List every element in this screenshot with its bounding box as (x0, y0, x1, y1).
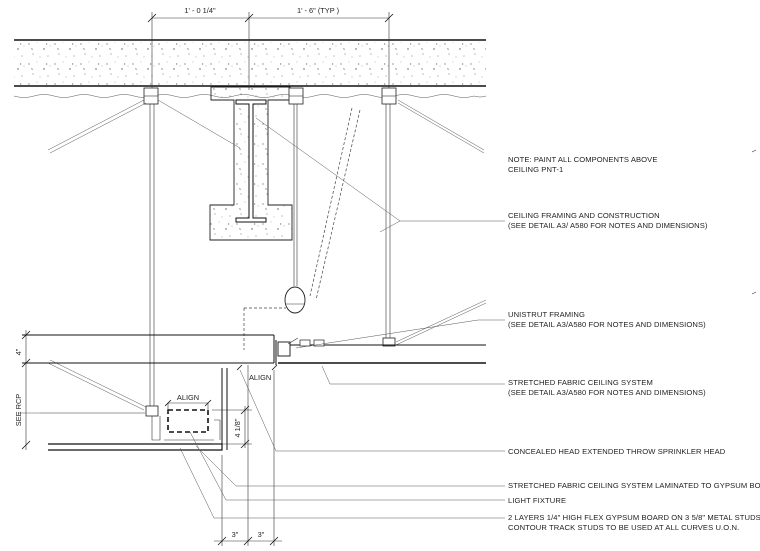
note-fabric-line-1: STRETCHED FABRIC CEILING SYSTEM (508, 378, 653, 387)
align-label-mid: ALIGN (249, 373, 271, 382)
dim-4-1-8: 4 1/8" (233, 418, 242, 437)
align-label-top: ALIGN (177, 393, 199, 402)
steel-beam (209, 86, 293, 241)
note-framing-line-2: (SEE DETAIL A3/ A580 FOR NOTES AND DIMEN… (508, 221, 708, 230)
note-unistrut-line-1: UNISTRUT FRAMING (508, 310, 585, 319)
callout-unistrut: UNISTRUT FRAMING (SEE DETAIL A3/A580 FOR… (508, 310, 706, 329)
note-light-fixture: LIGHT FIXTURE (508, 496, 566, 505)
dim-top-right: 1' - 6" (TYP ) (297, 6, 339, 15)
hanger-rods (143, 87, 397, 417)
side-dimension: 4 1/8" (212, 405, 252, 449)
note-paint-line-2: CEILING PNT-1 (508, 165, 563, 174)
dim-see-rcp: SEE RCP (14, 394, 23, 427)
callout-fabric: STRETCHED FABRIC CEILING SYSTEM (SEE DET… (508, 378, 706, 397)
leader-lines (179, 117, 757, 519)
top-dimension: 1' - 0 1/4" 1' - 6" (TYP ) (147, 6, 394, 100)
note-sprinkler: CONCEALED HEAD EXTENDED THROW SPRINKLER … (508, 447, 726, 456)
left-dimensions: 4" SEE RCP (14, 330, 31, 450)
note-fabric-line-2: (SEE DETAIL A3/A580 FOR NOTES AND DIMENS… (508, 388, 706, 397)
soffit-and-fixture (48, 368, 228, 451)
note-gypsum-line-2: CONTOUR TRACK STUDS TO BE USED AT ALL CU… (508, 523, 739, 532)
ceiling-assembly (18, 334, 486, 414)
concrete-slab (13, 39, 487, 98)
diagonal-braces (47, 99, 487, 411)
note-unistrut-line-2: (SEE DETAIL A3/A580 FOR NOTES AND DIMENS… (508, 320, 706, 329)
dim-left-4in: 4" (14, 348, 23, 355)
dim-bottom-right: 3" (258, 530, 265, 539)
align-labels: ALIGN ALIGN (164, 364, 278, 412)
dim-bottom-left: 3" (232, 530, 239, 539)
bottom-dimensions: 3" 3" (214, 365, 282, 546)
note-laminated: STRETCHED FABRIC CEILING SYSTEM LAMINATE… (508, 481, 760, 490)
callout-laminated: STRETCHED FABRIC CEILING SYSTEM LAMINATE… (508, 481, 760, 490)
callout-sprinkler: CONCEALED HEAD EXTENDED THROW SPRINKLER … (508, 447, 726, 456)
sprinkler-pendant (243, 286, 306, 350)
callout-framing: CEILING FRAMING AND CONSTRUCTION (SEE DE… (508, 211, 708, 230)
note-framing-line-1: CEILING FRAMING AND CONSTRUCTION (508, 211, 660, 220)
note-paint-line-1: NOTE: PAINT ALL COMPONENTS ABOVE (508, 155, 658, 164)
dim-top-left: 1' - 0 1/4" (184, 6, 216, 15)
note-gypsum-line-1: 2 LAYERS 1/4" HIGH FLEX GYPSUM BOARD ON … (508, 513, 760, 522)
general-note: NOTE: PAINT ALL COMPONENTS ABOVE CEILING… (508, 155, 658, 174)
callout-light-fixture: LIGHT FIXTURE (508, 496, 566, 505)
callout-gypsum: 2 LAYERS 1/4" HIGH FLEX GYPSUM BOARD ON … (508, 513, 760, 532)
